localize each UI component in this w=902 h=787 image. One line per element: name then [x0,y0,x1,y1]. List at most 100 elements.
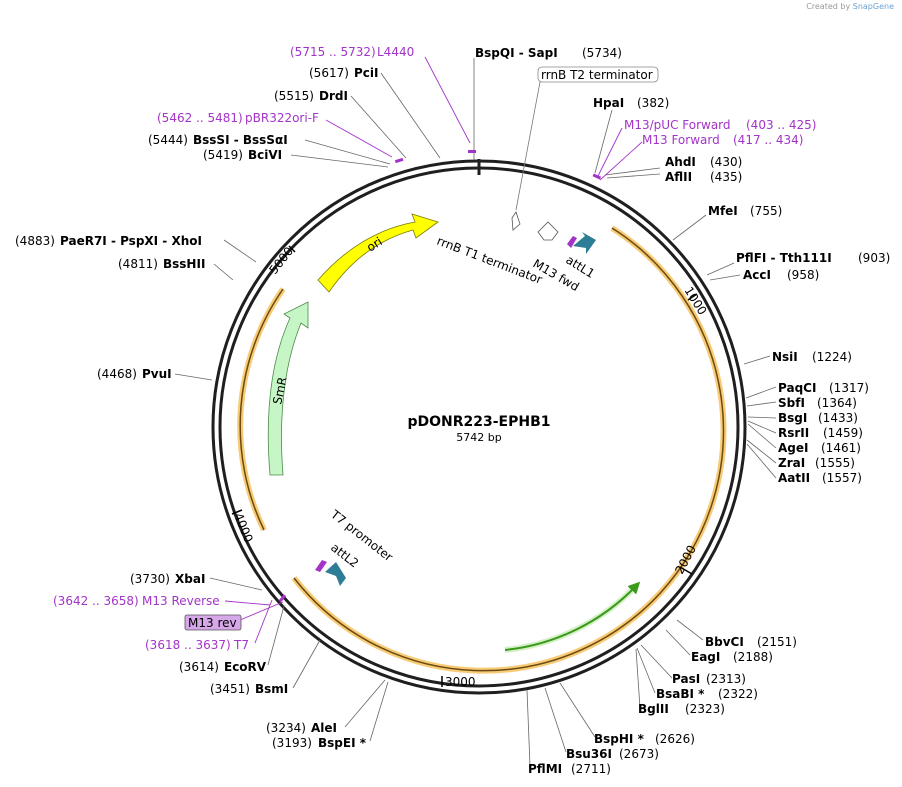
enzyme-label-paer7i[interactable]: (4883)PaeR7I - PspXI - XhoI [15,234,202,248]
attl1-feature[interactable] [573,232,596,254]
orf-halo [504,583,639,653]
svg-text:(3193): (3193) [272,736,312,750]
svg-text:(3451): (3451) [210,682,250,696]
enzyme-label-ecorv[interactable]: (3614)EcoRV [179,660,267,674]
primer-label-m13-reverse[interactable]: (3642 .. 3658)M13 Reverse [53,594,220,608]
primer-leaders [224,56,643,644]
enzyme-label-paqci[interactable]: PaqCI(1317) [778,381,869,395]
svg-text:(755): (755) [750,204,782,218]
enzyme-label-aatii[interactable]: AatII (1557) [778,471,862,485]
enzyme-label-bsmi[interactable]: (3451) BsmI [210,682,288,696]
svg-text:(3614): (3614) [179,660,219,674]
tick-3000: 3000 [445,675,476,689]
enzyme-label-agei[interactable]: AgeI(1461) [778,441,861,455]
enzyme-label-pcii[interactable]: (5617)PciI [309,66,379,80]
svg-text:ZraI: ZraI [778,456,805,470]
enzyme-label-bbvci[interactable]: BbvCI(2151) [705,635,797,649]
svg-text:BsaBI *: BsaBI * [656,687,705,701]
enzyme-label-bsu36i[interactable]: Bsu36I(2673) [566,747,659,761]
rrnb-t2-label-box[interactable]: rrnB T2 terminator [537,66,659,83]
enzyme-label-ahdi[interactable]: AhdI(430) [665,155,742,169]
svg-text:PflFI - Tth111I: PflFI - Tth111I [736,251,832,265]
svg-text:AatII: AatII [778,471,810,485]
enzyme-label-drdi[interactable]: (5515) DrdI [274,89,348,103]
enzyme-label-bglii[interactable]: BglII(2323) [638,702,725,716]
primer-label-m13-puc-forward[interactable]: M13/pUC Forward(403 .. 425) [624,118,816,132]
enzyme-label-bspqi[interactable]: BspQI - SapI(5734) [475,46,622,60]
enzyme-label-alei[interactable]: (3234)AleI [266,721,337,735]
enzyme-label-bsshii[interactable]: (4811)BssHII [118,257,205,271]
enzyme-label-pasi[interactable]: PasI(2313) [672,672,746,686]
enzyme-label-bsgi[interactable]: BsgI (1433) [778,411,858,425]
insert-track[interactable] [293,227,725,672]
svg-text:EagI: EagI [691,650,720,664]
enzyme-label-pflmi[interactable]: PflMI(2711) [528,762,611,776]
svg-text:BsmI: BsmI [255,682,288,696]
primer-label-t7[interactable]: (3618 .. 3637)T7 [145,638,249,652]
svg-text:(435): (435) [710,170,742,184]
enzyme-label-eagi[interactable]: EagI (2188) [691,650,773,664]
svg-text:(2626): (2626) [655,732,695,746]
svg-text:L4440: L4440 [377,45,414,59]
svg-text:BsgI: BsgI [778,411,807,425]
svg-text:(2323): (2323) [685,702,725,716]
enzyme-label-hpai[interactable]: HpaI (382) [593,96,669,110]
enzyme-label-bsabi[interactable]: BsaBI * (2322) [656,687,758,701]
m13-rev-feature-box[interactable]: M13 rev [184,614,242,631]
svg-text:PciI: PciI [354,66,379,80]
svg-text:(1557): (1557) [822,471,862,485]
svg-text:(1433): (1433) [818,411,858,425]
orf-arrow[interactable] [504,581,641,651]
svg-text:(417 .. 434): (417 .. 434) [733,133,803,147]
enzyme-label-zrai[interactable]: ZraI (1555) [778,456,855,470]
rrnb-t1-arrow[interactable] [537,221,559,241]
enzyme-label-bcivi[interactable]: (5419)BciVI [203,148,282,162]
svg-text:MfeI: MfeI [708,204,738,218]
svg-text:RsrII: RsrII [778,426,809,440]
ori-feature[interactable] [317,213,439,293]
enzyme-label-aflii[interactable]: AflII (435) [665,170,742,184]
svg-text:(5419): (5419) [203,148,243,162]
svg-text:(2711): (2711) [571,762,611,776]
svg-text:BbvCI: BbvCI [705,635,744,649]
primer-label-pbr322ori-f[interactable]: (5462 .. 5481)pBR322ori-F [157,111,319,125]
enzyme-label-pvui[interactable]: (4468)PvuI [97,367,172,381]
enzyme-label-bsphi[interactable]: BspHI * (2626) [594,732,695,746]
svg-text:BspHI *: BspHI * [594,732,645,746]
enzyme-label-bsssi[interactable]: (5444)BssSI - BssSαI [148,133,288,147]
svg-text:(5734): (5734) [582,46,622,60]
primer-label-m13-forward[interactable]: M13 Forward(417 .. 434) [642,133,803,147]
svg-text:(5444): (5444) [148,133,188,147]
svg-text:(1317): (1317) [829,381,869,395]
enzyme-label-pflfi[interactable]: PflFI - Tth111I(903) [736,251,890,265]
enzyme-label-bspei[interactable]: (3193)BspEI * [272,736,367,750]
smr-feature[interactable] [267,301,309,476]
enzyme-label-mfei[interactable]: MfeI (755) [708,204,782,218]
svg-text:(4883): (4883) [15,234,55,248]
svg-text:DrdI: DrdI [319,89,348,103]
snapgene-credit: Created by SnapGene [806,2,894,11]
svg-text:AflII: AflII [665,170,692,184]
plasmid-size: 5742 bp [456,431,501,444]
svg-text:(4811): (4811) [118,257,158,271]
svg-text:(382): (382) [637,96,669,110]
enzyme-label-xbai[interactable]: (3730)XbaI [130,572,205,586]
attl2-feature[interactable] [325,562,346,586]
svg-text:Bsu36I: Bsu36I [566,747,612,761]
svg-text:(1555): (1555) [815,456,855,470]
primer-label-l4440[interactable]: (5715 .. 5732)L4440 [290,45,414,59]
svg-text:(1364): (1364) [817,396,857,410]
t7-marker[interactable] [315,560,327,572]
enzyme-label-nsii[interactable]: NsiI(1224) [772,350,852,364]
enzyme-label-acci[interactable]: AccI(958) [743,268,819,282]
svg-text:AccI: AccI [743,268,771,282]
svg-text:(2188): (2188) [733,650,773,664]
svg-text:(5515): (5515) [274,89,314,103]
enzyme-label-rsrii[interactable]: RsrII(1459) [778,426,863,440]
enzyme-label-sbfi[interactable]: SbfI(1364) [778,396,857,410]
svg-text:HpaI: HpaI [593,96,624,110]
svg-text:(2322): (2322) [718,687,758,701]
rrnb-t2-arrow[interactable] [511,211,521,231]
m13-fwd-marker[interactable] [567,236,577,248]
left-track[interactable] [239,288,284,531]
